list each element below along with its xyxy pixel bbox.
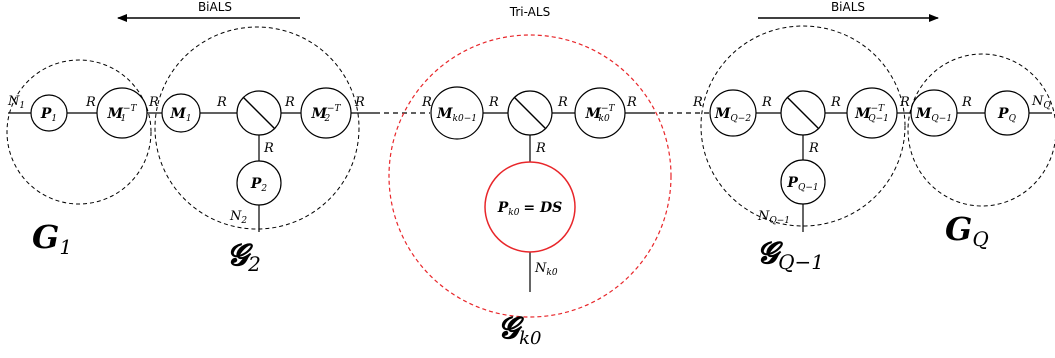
edge-label-R: R	[899, 95, 910, 110]
dim-NQ: NQ	[1031, 94, 1051, 111]
edge-label-R: R	[148, 95, 159, 110]
tri-als-label: Tri-ALS	[509, 5, 550, 19]
group-GQ: GQ	[945, 210, 989, 251]
node-MQm1T	[846, 87, 898, 139]
label-MQm1: MQ−1	[915, 106, 952, 124]
edge-label-R: R	[626, 95, 637, 110]
group-G2: 𝓖2	[227, 238, 261, 276]
label-PQm1: PQ−1	[786, 175, 818, 193]
edge-label-R: R	[284, 95, 295, 110]
edge-label-R: R	[808, 141, 819, 156]
edge-label-R: R	[216, 95, 227, 110]
group-boundaries	[6, 25, 1055, 318]
label-PQ: PQ	[997, 106, 1017, 124]
label-M1: M1	[169, 106, 191, 124]
node-P1	[30, 94, 68, 132]
node-M1	[161, 93, 201, 133]
node-M2T	[300, 87, 352, 139]
edge-label-R: R	[761, 95, 772, 110]
diagonal-core-markers	[242, 96, 820, 130]
bials-left-label: BiALS	[198, 0, 232, 14]
bials-right-arrow: BiALS	[758, 0, 939, 22]
edge-rank-labels: R R R R R R R R R R R R R R R R R	[85, 95, 972, 156]
edge-label-R: R	[263, 141, 274, 156]
edge-label-R: R	[354, 95, 365, 110]
bials-right-label: BiALS	[831, 0, 865, 14]
edge-label-R: R	[488, 95, 499, 110]
node-MQm2	[709, 89, 757, 137]
dimension-labels: N1 N2 Nk0 NQ−1 NQ	[7, 94, 1051, 278]
edge-label-R: R	[421, 95, 432, 110]
vertical-edges	[258, 135, 804, 292]
bials-left-arrow: BiALS	[117, 0, 300, 22]
node-Pk0	[484, 161, 576, 253]
group-labels: G1 𝓖2 𝓖k0 𝓖Q−1 GQ	[32, 210, 989, 349]
dim-Nk0: Nk0	[534, 261, 558, 278]
label-P1: P1	[40, 106, 57, 124]
edge-label-R: R	[85, 95, 96, 110]
dim-N1: N1	[7, 94, 25, 111]
node-PQ	[984, 90, 1030, 136]
dim-N2: N2	[229, 209, 247, 226]
group-GQm1: 𝓖Q−1	[757, 236, 824, 274]
dim-NQm1: NQ−1	[757, 209, 790, 226]
group-Gk0: 𝓖k0	[498, 311, 541, 349]
node-P2	[236, 160, 282, 206]
label-Pk0: Pk0= DS	[497, 200, 563, 218]
node-MQm1	[910, 89, 958, 137]
edge-label-R: R	[961, 95, 972, 110]
label-MQm2: MQ−2	[714, 106, 751, 124]
node-Mk0m1	[430, 86, 484, 140]
label-Mk0m1: Mk0−1	[436, 106, 477, 124]
node-Mk0T	[574, 87, 626, 139]
edge-label-R: R	[535, 141, 546, 156]
edge-label-R: R	[830, 95, 841, 110]
node-M1T	[96, 87, 148, 139]
group-G1: G1	[32, 218, 72, 259]
edge-label-R: R	[557, 95, 568, 110]
edge-label-R: R	[692, 95, 703, 110]
label-P2: P2	[250, 176, 268, 194]
node-PQm1	[780, 159, 826, 205]
